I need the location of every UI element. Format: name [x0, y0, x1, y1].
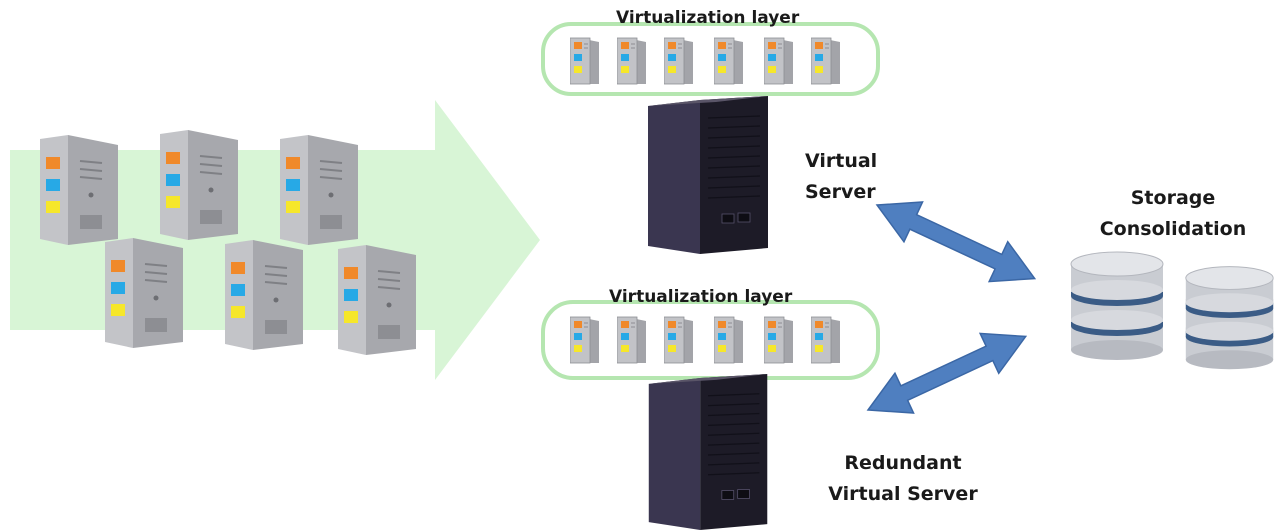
rack-server-icon	[648, 374, 768, 531]
tower-server-icon	[280, 135, 359, 245]
redundant-server-label: Redundant Virtual Server	[808, 448, 998, 510]
storage-group	[1070, 251, 1274, 370]
vm-tower-icon	[714, 316, 744, 364]
vm-tower-icon	[570, 37, 600, 85]
vm-tower-icon	[617, 37, 647, 85]
double-headed-arrow-icon	[875, 201, 1037, 283]
database-disk-icon	[1185, 266, 1274, 370]
virtual-server-label: Virtual Server	[805, 146, 877, 208]
link-arrow-top	[875, 201, 1037, 283]
virtualization-layer-bottom	[541, 300, 880, 380]
storage-label-line2: Consolidation	[1099, 218, 1247, 240]
virtual-server-label-line2: Server	[805, 181, 876, 203]
tower-server-icon	[160, 130, 239, 240]
vm-tower-icon	[714, 37, 744, 85]
rack-server-icon	[647, 96, 769, 255]
storage-consolidation-label: Storage Consolidation	[1088, 183, 1258, 245]
tower-server-icon	[225, 240, 304, 350]
vm-tower-icon	[570, 316, 600, 364]
vm-tower-icon	[664, 37, 694, 85]
vm-tower-icon	[811, 37, 841, 85]
vm-tower-icon	[617, 316, 647, 364]
virtual-server-label-line1: Virtual	[805, 150, 878, 172]
virtualization-layer-label-bottom: Virtualization layer	[609, 287, 793, 307]
vm-tower-icon	[764, 37, 794, 85]
database-disk-icon	[1070, 251, 1164, 360]
link-arrow-bottom	[866, 332, 1028, 414]
tower-server-icon	[338, 245, 417, 355]
vm-tower-icon	[811, 316, 841, 364]
tower-server-icon	[40, 135, 119, 245]
virtualization-layer-label-top: Virtualization layer	[616, 8, 800, 28]
redundant-server-label-line2: Virtual Server	[828, 483, 978, 505]
storage-label-line1: Storage	[1130, 187, 1216, 209]
virtualization-layer-top	[541, 22, 880, 96]
redundant-server-label-line1: Redundant	[844, 452, 962, 474]
vm-tower-icon	[764, 316, 794, 364]
double-headed-arrow-icon	[866, 332, 1028, 414]
vm-tower-icon	[664, 316, 694, 364]
tower-server-icon	[105, 238, 184, 348]
